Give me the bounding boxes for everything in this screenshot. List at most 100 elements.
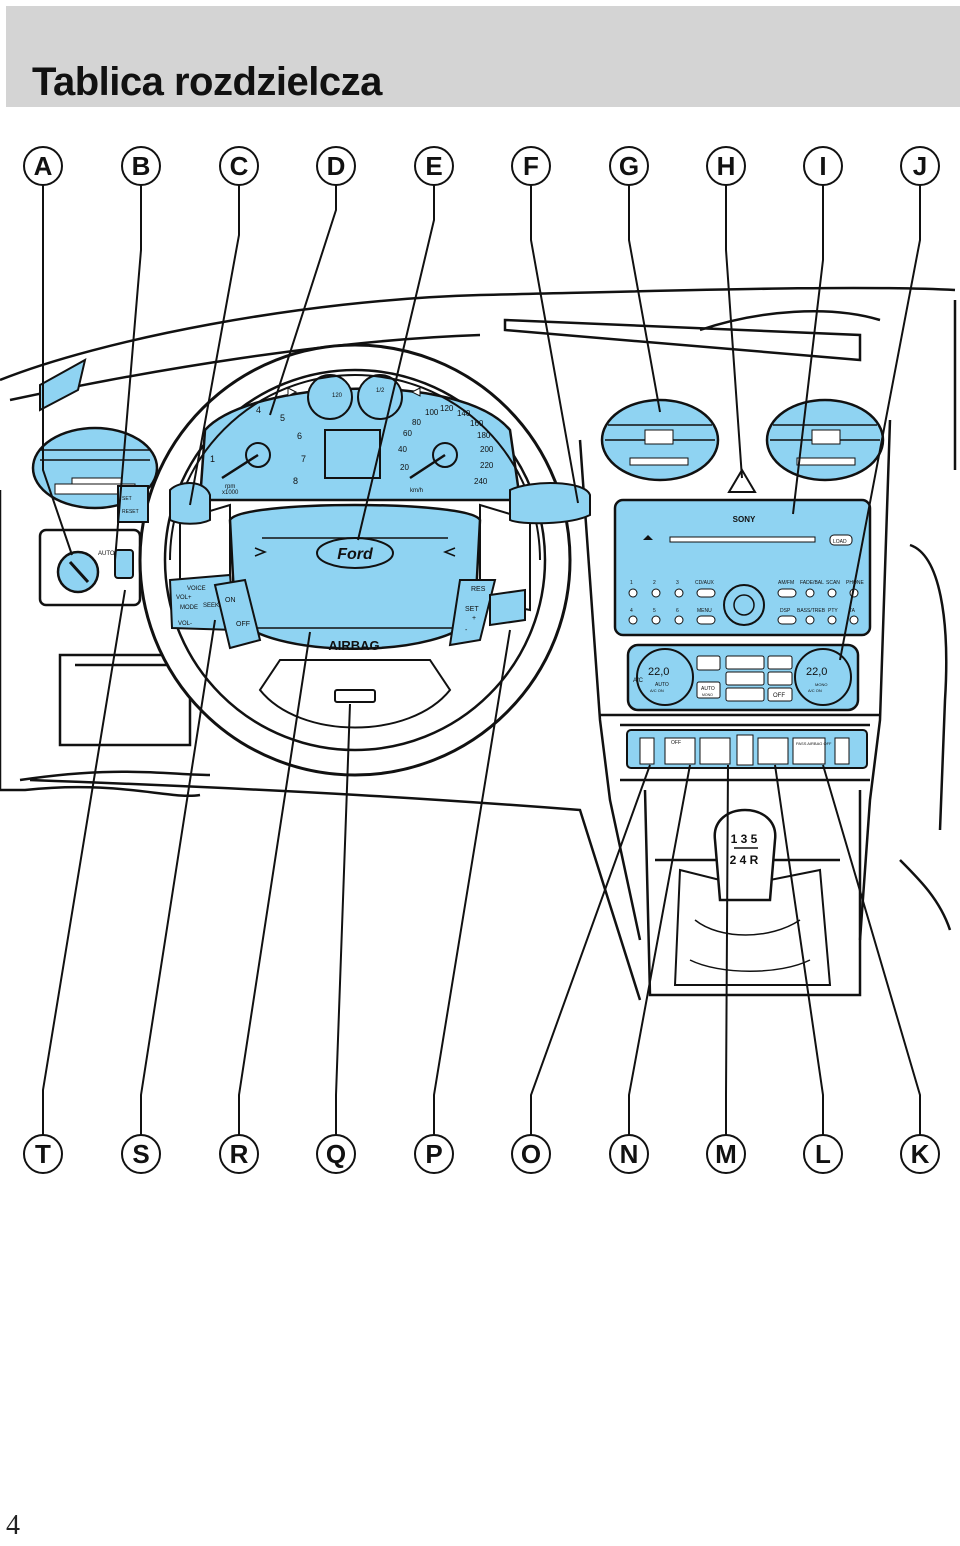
steering-column-panel bbox=[334, 689, 376, 703]
ford-logo-text: Ford bbox=[337, 546, 374, 563]
callout-o: O bbox=[511, 1134, 551, 1174]
set-plus-label: + bbox=[472, 615, 476, 622]
airbag-hub: Ford AIRBAG bbox=[228, 503, 482, 653]
traction-off-label: OFF bbox=[671, 740, 681, 746]
svg-text:O: O bbox=[521, 1139, 541, 1169]
svg-text:80: 80 bbox=[412, 418, 421, 427]
info-display bbox=[324, 429, 381, 479]
svg-text:M: M bbox=[715, 1139, 737, 1169]
svg-text:K: K bbox=[911, 1139, 930, 1169]
svg-text:I: I bbox=[819, 151, 826, 181]
left-temp-display: 22,0 bbox=[648, 666, 669, 678]
svg-text:40: 40 bbox=[398, 445, 407, 454]
air-distribution-lower-button[interactable] bbox=[725, 687, 765, 702]
climate-off-button[interactable] bbox=[767, 687, 793, 702]
preset-1-button[interactable] bbox=[628, 588, 638, 598]
svg-text:120: 120 bbox=[440, 404, 454, 413]
radio-row-2: 4 5 6 MENU DSP BASS/TREB PTY TA bbox=[628, 608, 859, 625]
phone-button[interactable] bbox=[489, 588, 526, 627]
svg-text:FADE/BAL: FADE/BAL bbox=[800, 580, 824, 586]
svg-text:SCAN: SCAN bbox=[826, 580, 840, 586]
svg-text:4: 4 bbox=[630, 608, 633, 614]
svg-text:PTY: PTY bbox=[828, 608, 838, 614]
hazard-warning-button[interactable] bbox=[727, 468, 757, 493]
svg-text:6: 6 bbox=[297, 431, 302, 441]
set-label: SET bbox=[465, 606, 479, 613]
preset-2-button[interactable] bbox=[651, 588, 661, 598]
auto-mono-label: MONO bbox=[702, 693, 713, 697]
dsp-button[interactable] bbox=[777, 615, 797, 625]
auto-button-label: AUTO bbox=[701, 686, 715, 692]
am-fm-button[interactable] bbox=[777, 588, 797, 598]
right-mono-label: MONO bbox=[815, 682, 827, 687]
left-ac-on-label: A/C ON bbox=[650, 688, 664, 693]
air-distribution-upper-button[interactable] bbox=[725, 655, 765, 670]
cd-aux-button[interactable] bbox=[696, 588, 716, 598]
temperature-gauge-label: 120 bbox=[332, 393, 343, 399]
right-temp-dial[interactable] bbox=[794, 648, 852, 706]
svg-text:7: 7 bbox=[301, 454, 306, 464]
preset-3-button[interactable] bbox=[674, 588, 684, 598]
climate-control: 22,0 A/C AUTO A/C ON AUTO MONO OFF 22,0 … bbox=[626, 643, 860, 712]
load-label: LOAD bbox=[833, 539, 847, 545]
auto-button[interactable] bbox=[696, 681, 721, 699]
steering-wheel-rim bbox=[169, 374, 541, 561]
svg-text:60: 60 bbox=[403, 429, 412, 438]
eject-icon[interactable] bbox=[643, 535, 653, 540]
svg-text:x1000: x1000 bbox=[222, 490, 239, 496]
callout-g: G bbox=[609, 146, 649, 186]
callout-d: D bbox=[316, 146, 356, 186]
horn-right-icon bbox=[442, 547, 456, 557]
air-distribution-middle-button[interactable] bbox=[725, 671, 765, 686]
defrost-button[interactable] bbox=[696, 655, 721, 671]
temperature-gauge bbox=[307, 374, 353, 420]
side-window-vent bbox=[39, 358, 87, 412]
fade-bal-button[interactable] bbox=[805, 588, 815, 598]
rear-window-heater-button[interactable] bbox=[757, 737, 789, 765]
fan-down-button[interactable] bbox=[767, 671, 793, 686]
seat-heater-left-button[interactable] bbox=[639, 737, 655, 765]
callout-f: F bbox=[511, 146, 551, 186]
cruise-control-left[interactable]: ON OFF bbox=[213, 578, 262, 650]
scan-button[interactable] bbox=[827, 588, 837, 598]
seat-heater-right-button[interactable] bbox=[834, 737, 850, 765]
center-left-vent[interactable] bbox=[600, 398, 720, 482]
passenger-airbag-indicator bbox=[792, 737, 826, 765]
svg-text:E: E bbox=[425, 151, 442, 181]
page-title: Tablica rozdzielcza bbox=[32, 60, 382, 104]
svg-text:180: 180 bbox=[477, 431, 491, 440]
preset-4-button[interactable] bbox=[628, 615, 638, 625]
svg-text:240: 240 bbox=[474, 477, 488, 486]
bass-treb-button[interactable] bbox=[805, 615, 815, 625]
svg-text:L: L bbox=[815, 1139, 831, 1169]
left-temp-dial[interactable] bbox=[636, 648, 694, 706]
svg-text:km/h: km/h bbox=[410, 488, 423, 494]
svg-text:5: 5 bbox=[280, 413, 285, 423]
gear-shifter[interactable]: 1 3 5 2 4 R bbox=[673, 808, 832, 986]
horn-left-icon bbox=[254, 547, 268, 557]
callout-b: B bbox=[121, 146, 161, 186]
pty-button[interactable] bbox=[827, 615, 837, 625]
climate-off-label: OFF bbox=[773, 693, 785, 699]
left-auto-label: AUTO bbox=[655, 682, 669, 688]
traction-control-button[interactable] bbox=[664, 737, 696, 765]
dimmer-switch[interactable] bbox=[114, 549, 134, 579]
svg-text:100: 100 bbox=[425, 408, 439, 417]
preset-5-button[interactable] bbox=[651, 615, 661, 625]
auto-light-label: AUTO bbox=[98, 551, 115, 557]
windshield-heater-button[interactable] bbox=[699, 737, 731, 765]
menu-button[interactable] bbox=[696, 615, 716, 625]
svg-text:rpm: rpm bbox=[225, 484, 235, 490]
right-stalk[interactable] bbox=[509, 482, 591, 525]
fan-up-button[interactable] bbox=[767, 655, 793, 670]
load-button[interactable] bbox=[829, 534, 853, 546]
svg-text:S: S bbox=[132, 1139, 149, 1169]
svg-text:DSP: DSP bbox=[780, 608, 791, 614]
svg-text:140: 140 bbox=[457, 409, 471, 418]
cruise-control-right[interactable]: RES SET + - bbox=[448, 579, 526, 647]
voice-label: VOICE bbox=[187, 586, 206, 592]
ta-button[interactable] bbox=[849, 615, 859, 625]
center-right-vent[interactable] bbox=[765, 398, 885, 482]
page-header: Tablica rozdzielcza bbox=[6, 6, 960, 107]
preset-6-button[interactable] bbox=[674, 615, 684, 625]
